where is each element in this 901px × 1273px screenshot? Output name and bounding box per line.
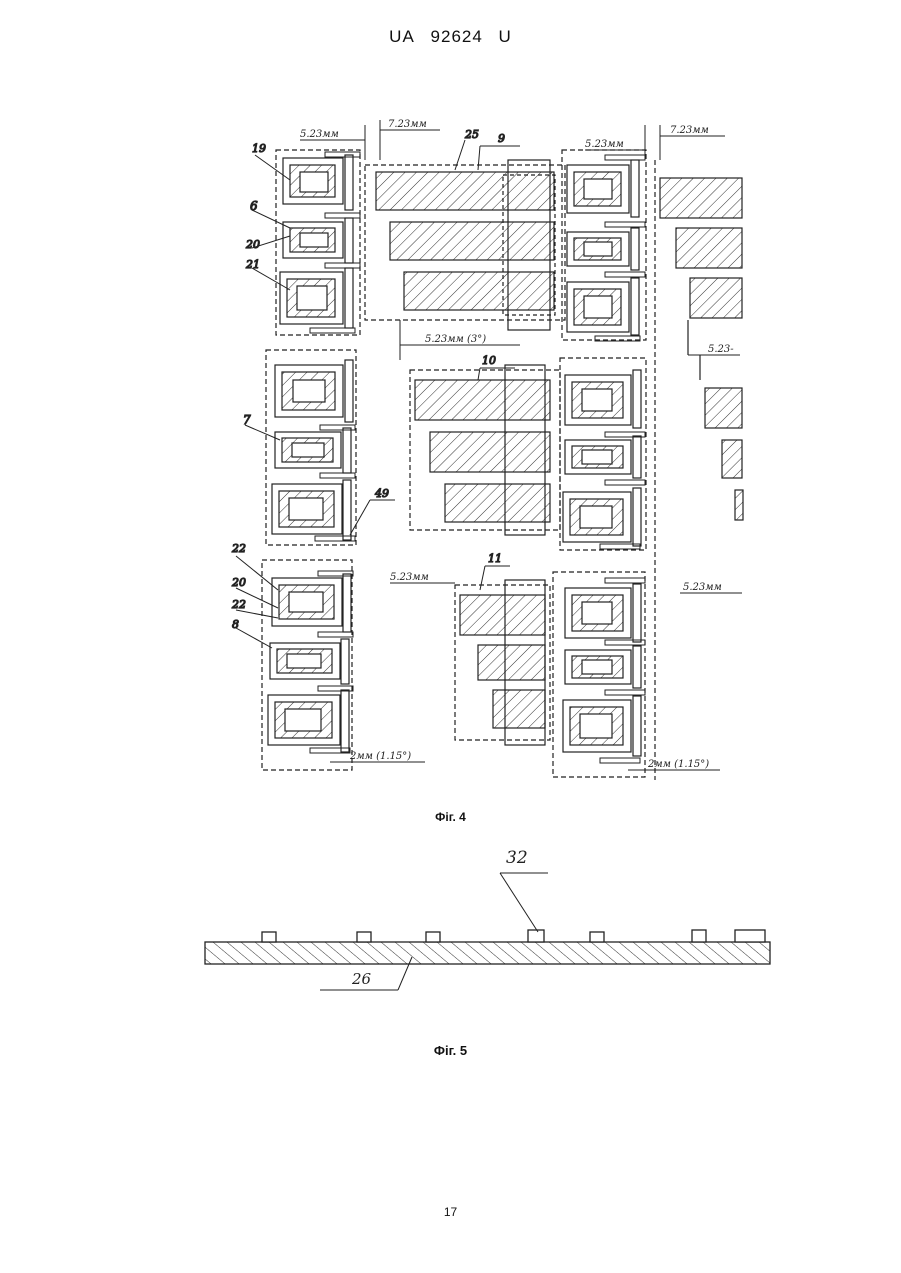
dimension-523-right: 5.23мм <box>585 139 624 150</box>
hatched-bar <box>722 440 742 478</box>
mold-cell <box>563 696 641 756</box>
label-25: 25 <box>464 128 479 141</box>
label-26: 26 <box>351 970 372 988</box>
mold-cell <box>268 690 349 752</box>
mold-cell <box>275 428 351 473</box>
mold-cell <box>283 155 353 210</box>
mold-cell <box>567 160 639 217</box>
label-6: 6 <box>250 199 258 213</box>
label-8: 8 <box>232 618 239 631</box>
hatched-bar <box>404 272 554 310</box>
label-32: 32 <box>506 848 528 868</box>
label-7: 7 <box>243 413 251 427</box>
mold-cell <box>272 480 351 540</box>
label-10: 10 <box>482 354 496 367</box>
label-49: 49 <box>374 487 389 500</box>
mold-cell <box>563 488 641 546</box>
label-22-top: 22 <box>231 542 246 555</box>
mold-cell <box>283 218 353 263</box>
dimension-523-3deg: 5.23мм (3°) <box>425 334 486 345</box>
mold-cell <box>565 370 641 428</box>
dimension-723-left: 7.23мм <box>388 119 427 130</box>
hatched-bar <box>460 595 545 635</box>
dimension-723-right: 7.23мм <box>670 125 709 136</box>
dimension-523-group11: 5.23мм <box>390 572 429 583</box>
figure-5-caption: Фіг. 5 <box>0 1043 901 1058</box>
mold-cell <box>270 639 349 684</box>
hatched-bar <box>493 690 545 728</box>
hatched-bar <box>390 222 554 260</box>
figure-4-drawing: 19 6 20 21 7 22 20 22 8 49 25 9 10 11 5.… <box>231 119 743 780</box>
mold-cell <box>565 584 641 642</box>
dimension-523-left: 5.23мм <box>300 129 339 140</box>
mold-cell <box>272 574 351 632</box>
mold-cell <box>275 360 353 422</box>
label-9: 9 <box>498 132 505 145</box>
hatched-bar <box>705 388 742 428</box>
label-20-lower: 20 <box>231 576 246 589</box>
hatched-bar <box>660 178 742 218</box>
hatched-bar <box>376 172 554 210</box>
dimension-2mm-right: 2мм (1.15°) <box>647 759 709 770</box>
page-number: 17 <box>0 1205 901 1219</box>
label-20: 20 <box>245 238 260 251</box>
hatched-bar <box>430 432 550 472</box>
hatched-bar <box>478 645 545 680</box>
label-21: 21 <box>245 258 260 271</box>
hatched-bar <box>690 278 742 318</box>
label-19: 19 <box>252 142 266 155</box>
mold-cell <box>567 228 639 270</box>
figure-4-caption: Фіг. 4 <box>0 810 901 824</box>
mold-cell <box>280 268 353 328</box>
mold-cell <box>565 646 641 688</box>
dimension-523-far-right: 5.23мм <box>683 582 722 593</box>
hatched-bar <box>735 490 743 520</box>
figure-5-drawing: 32 26 <box>205 848 770 990</box>
hatched-bar <box>415 380 550 420</box>
dimension-523-cut: 5.23- <box>708 344 734 355</box>
hatched-bar <box>676 228 742 268</box>
dimension-2mm-left: 2мм (1.15°) <box>349 751 411 762</box>
mold-cell <box>567 278 639 335</box>
comb-strip <box>205 942 770 964</box>
hatched-bar <box>445 484 550 522</box>
label-22-bottom: 22 <box>231 598 246 611</box>
label-11: 11 <box>488 552 502 565</box>
strip-teeth <box>262 930 765 942</box>
mold-cell <box>565 436 641 478</box>
